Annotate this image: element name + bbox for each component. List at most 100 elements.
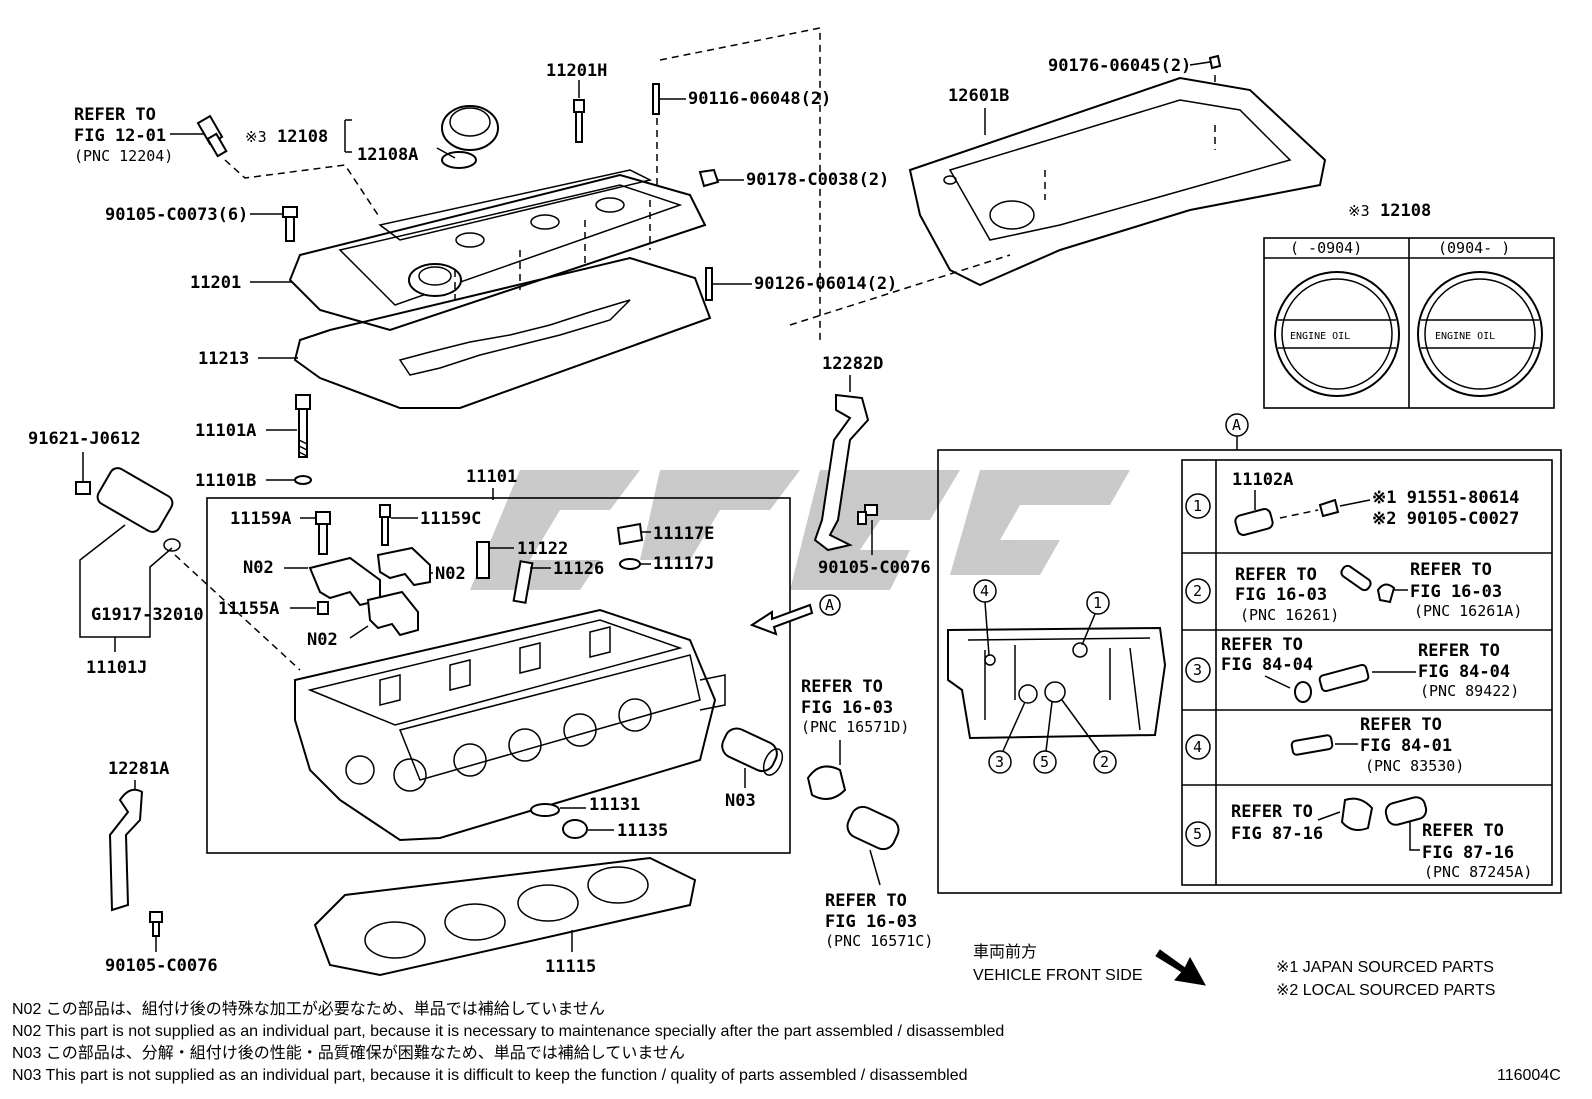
row-3-number: 3 [1193, 661, 1202, 679]
callout-11101A: 11101A [195, 421, 256, 441]
cylinder-block-sketch [947, 626, 1167, 740]
callout-N03: N03 [725, 791, 756, 811]
note-n03-en: N03 This part is not supplied as an indi… [12, 1067, 968, 1084]
guide-11126 [512, 560, 534, 604]
hose-clamp-16571d [806, 765, 847, 800]
temp-sensor-89422 [1318, 663, 1370, 693]
clamp-87-16 [1340, 797, 1374, 831]
sensor-bolt [1318, 498, 1340, 518]
callout-11122: 11122 [517, 539, 568, 559]
row-5-a1: REFER TO [1231, 802, 1313, 822]
callout-90105-C0076-left: 90105-C0076 [105, 956, 218, 976]
row-2-a3: (PNC 16261) [1240, 606, 1339, 624]
washer-11101b [294, 475, 312, 485]
hose-16261 [1340, 564, 1372, 592]
row-5-number: 5 [1193, 825, 1202, 843]
callout-90116-06048: 90116-06048(2) [688, 89, 831, 109]
view-a-label: A [825, 596, 834, 614]
callout-11101J: 11101J [86, 658, 147, 678]
callout-11159C: 11159C [420, 509, 481, 529]
legend-japan-sourced: ※1 JAPAN SOURCED PARTS [1276, 959, 1494, 976]
bolt-11159a [315, 511, 331, 555]
gasket-11117j [619, 558, 641, 570]
callout-N02-b: N02 [435, 564, 466, 584]
row-2-a1: REFER TO [1235, 565, 1317, 585]
row-2-b1: REFER TO [1410, 560, 1492, 580]
inset-12108-mark: ※3 [1348, 202, 1370, 220]
gasket-84-04 [1294, 681, 1312, 703]
inset-12108-code: 12108 [1380, 201, 1431, 221]
row-5-b2: FIG 87-16 [1422, 843, 1514, 863]
row-1-line1: ※1 91551-80614 [1372, 488, 1519, 508]
block-num-2: 2 [1100, 753, 1109, 771]
bolt-90105-c0073 [282, 206, 298, 242]
engine-hanger-12281a [108, 788, 144, 912]
row-3-b2: FIG 84-04 [1418, 662, 1510, 682]
callout-12108A: 12108A [357, 145, 418, 165]
seal-11131 [530, 803, 560, 817]
row-5-b3: (PNC 87245A) [1424, 863, 1532, 881]
row-2-b3: (PNC 16261A) [1414, 602, 1522, 620]
oil-cap-old-type: ENGINE OIL [1274, 271, 1400, 397]
callout-refer-16571D-line2: FIG 16-03 [801, 698, 893, 718]
detail-a-frame [937, 449, 1562, 894]
detail-a-table [1181, 459, 1553, 886]
callout-11201: 11201 [190, 273, 241, 293]
callout-12108-mark: ※3 [245, 128, 267, 146]
oil-cap-new-text: ENGINE OIL [1435, 331, 1495, 342]
row-1-part: 11102A [1232, 470, 1293, 490]
view-a-marker [819, 594, 841, 616]
oil-filler-cap-part [441, 105, 499, 169]
inset-12108-col2: (0904- ) [1438, 239, 1510, 257]
callout-refer-16571D-line3: (PNC 16571D) [801, 718, 909, 736]
note-n02-jp: N02 この部品は、組付け後の特殊な加工が必要なため、単品では補給していません [12, 1000, 605, 1018]
callout-11126: 11126 [553, 559, 604, 579]
engine-cover-part [908, 76, 1327, 287]
callout-N02-a: N02 [243, 558, 274, 578]
bolt-90105-c0076-right [857, 504, 878, 525]
row-4-number: 4 [1193, 738, 1202, 756]
note-n03-jp: N03 この部品は、分解・組付け後の性能・品質確保が困難なため、単品では補給して… [12, 1044, 685, 1062]
callout-12282D: 12282D [822, 354, 883, 374]
inset-12108-col1: ( -0904) [1290, 239, 1362, 257]
callout-11159A: 11159A [230, 509, 291, 529]
cylinder-head-frame [206, 497, 791, 854]
engine-hanger-12282d [813, 393, 870, 552]
row-1-line2: ※2 90105-C0027 [1372, 509, 1519, 529]
callout-11117E: 11117E [653, 524, 714, 544]
row-2-b2: FIG 16-03 [1410, 582, 1502, 602]
callout-refer-12-01-line3: (PNC 12204) [74, 147, 173, 165]
row-4-b1: REFER TO [1360, 715, 1442, 735]
callout-refer-16571C-line3: (PNC 16571C) [825, 932, 933, 950]
water-outlet-pipe-n03 [721, 727, 784, 776]
callout-11115: 11115 [545, 957, 596, 977]
row-3-b3: (PNC 89422) [1420, 682, 1519, 700]
callout-90176-06045: 90176-06045(2) [1048, 56, 1191, 76]
callout-90178-C0038: 90178-C0038(2) [746, 170, 889, 190]
oil-control-valve-part [75, 467, 181, 552]
row-2-number: 2 [1193, 582, 1202, 600]
callout-12108: 12108 [277, 127, 328, 147]
detail-a-title: A [1232, 416, 1241, 434]
callout-11117J: 11117J [653, 554, 714, 574]
callout-refer-16571C-line2: FIG 16-03 [825, 912, 917, 932]
callout-12281A: 12281A [108, 759, 169, 779]
row-1-number: 1 [1193, 497, 1202, 515]
callout-refer-12-01-line1: REFER TO [74, 105, 156, 125]
plug-11117e [616, 522, 644, 546]
cylinder-head-cover-part [288, 169, 707, 332]
front-side-en: VEHICLE FRONT SIDE [973, 967, 1143, 984]
hose-87245a [1384, 796, 1428, 826]
head-cover-gasket-part [293, 256, 712, 409]
callout-refer-12-01-line2: FIG 12-01 [74, 126, 166, 146]
stud-90126 [705, 267, 713, 301]
hose-16571c [846, 805, 900, 851]
callout-11101B: 11101B [195, 471, 256, 491]
stud-90116 [652, 83, 660, 115]
front-direction-arrow [1155, 949, 1206, 986]
seal-11135 [562, 819, 588, 839]
callout-11101: 11101 [466, 467, 517, 487]
callout-91621-J0612: 91621-J0612 [28, 429, 141, 449]
callout-refer-16571C-line1: REFER TO [825, 891, 907, 911]
